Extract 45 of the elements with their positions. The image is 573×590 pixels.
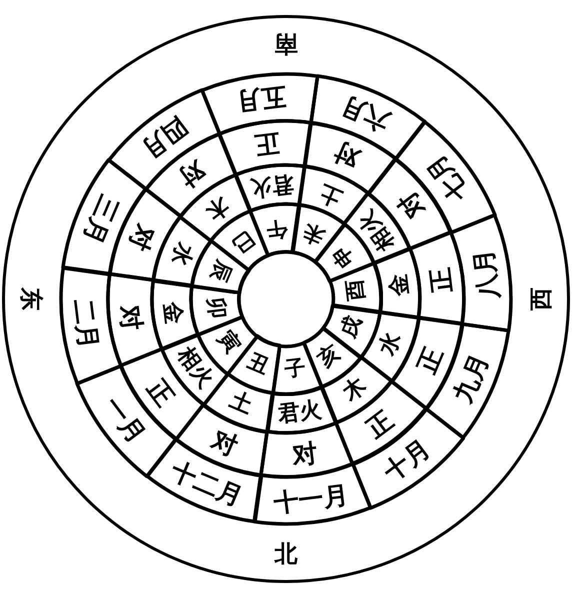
ring-segment (350, 406, 466, 510)
correspondence-label: 对 (117, 304, 146, 332)
qi-label: 君火 (276, 399, 324, 426)
month-label: 九月 (450, 350, 493, 406)
month-label: 十二月 (168, 458, 247, 511)
qi-label: 金 (387, 272, 412, 298)
branch-label: 午 (266, 216, 290, 240)
month-label: 六月 (336, 92, 393, 135)
qi-label: 金 (160, 300, 185, 326)
qi-label: 土 (226, 390, 256, 419)
correspondence-label: 正 (413, 344, 446, 376)
qi-label: 木 (339, 375, 370, 406)
qi-label: 君火 (248, 172, 296, 199)
correspondence-label: 正 (426, 266, 455, 294)
branch-label: 卯 (204, 296, 228, 320)
branch-label: 子 (282, 358, 306, 382)
direction-label: 北 (274, 544, 298, 566)
qi-label: 土 (316, 179, 346, 208)
qi-label: 木 (202, 192, 232, 223)
correspondence-label: 对 (330, 138, 364, 172)
branch-label: 亥 (314, 340, 344, 370)
correspondence-label: 正 (362, 406, 398, 442)
branch-label: 戌 (338, 312, 366, 340)
branch-label: 未 (300, 220, 328, 248)
correspondence-label: 正 (253, 130, 281, 158)
direction-label: 东 (18, 288, 42, 310)
qi-label: 水 (376, 329, 406, 358)
branch-label: 丑 (244, 350, 272, 378)
direction-label: 西 (530, 288, 554, 310)
month-label: 二月 (70, 297, 102, 350)
direction-label: 南 (274, 32, 298, 54)
month-label: 三月 (79, 192, 122, 248)
branch-label: 酉 (344, 278, 368, 302)
correspondence-label: 对 (126, 222, 159, 254)
month-label: 五月 (235, 84, 288, 114)
branch-label: 辰 (206, 257, 234, 285)
branch-label: 巳 (228, 228, 258, 257)
branch-label: 寅 (214, 327, 244, 356)
correspondence-label: 对 (208, 426, 242, 459)
month-label: 十一月 (272, 482, 350, 516)
branch-label: 申 (328, 242, 358, 271)
ring-segment (106, 88, 222, 192)
correspondence-label: 对 (291, 440, 319, 468)
qi-label: 水 (166, 240, 196, 269)
month-label: 八月 (470, 248, 502, 301)
